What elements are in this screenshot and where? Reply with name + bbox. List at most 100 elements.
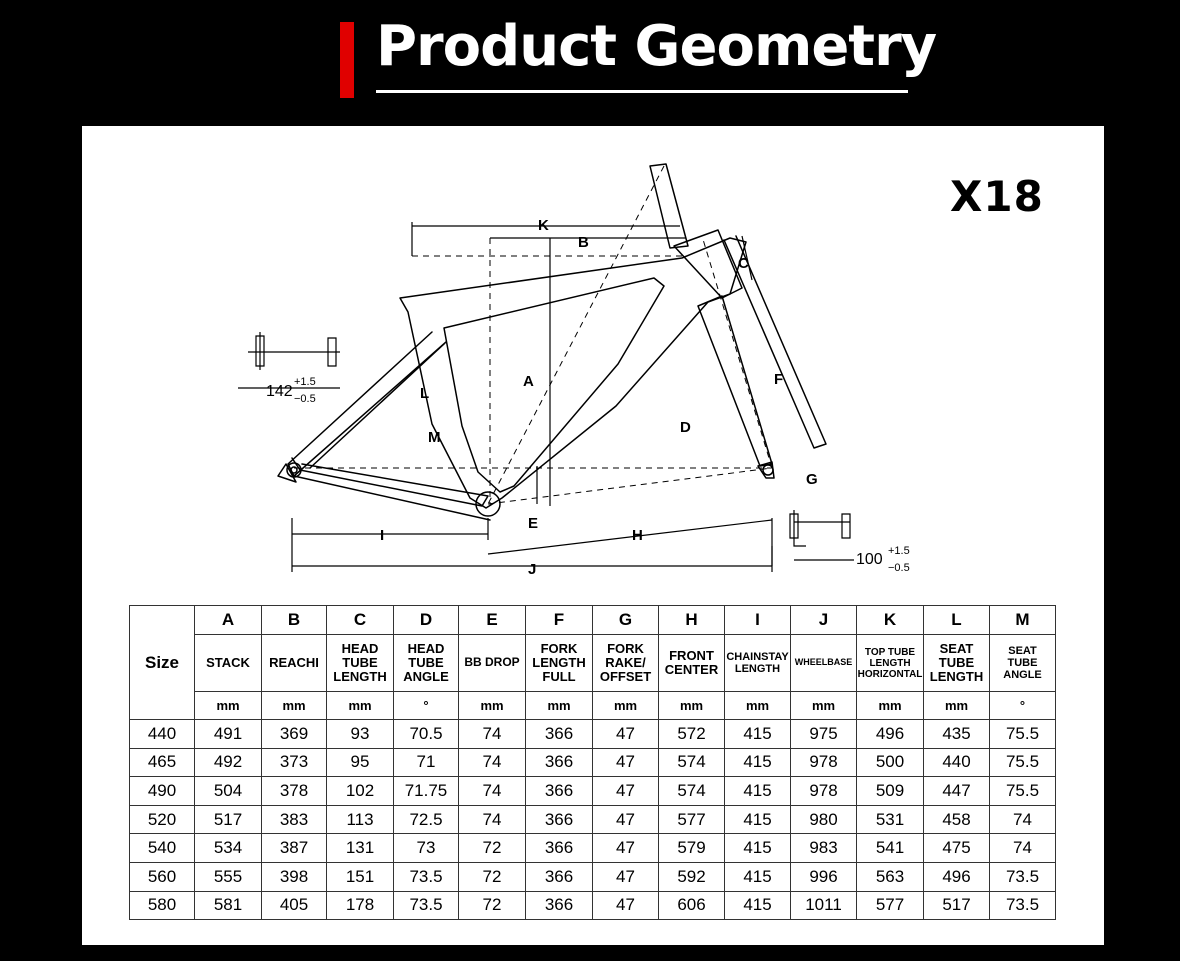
table-cell: 500 [856,747,924,778]
header-accent-bar [340,22,354,98]
dim-label-h: H [632,527,643,544]
table-cell: 74 [989,833,1056,863]
col-unit: mm [790,691,857,720]
col-name: STACK [194,634,262,692]
dim-label-j: J [528,561,536,578]
col-name: SEAT TUBE ANGLE [989,634,1056,692]
table-cell: 387 [261,833,327,863]
table-cell: 572 [658,719,725,749]
table-cell: 366 [525,890,593,921]
table-cell: 70.5 [393,719,459,749]
col-letter: E [458,605,526,635]
dim-label-g: G [806,471,818,488]
table-cell: 978 [790,776,857,806]
size-cell: 465 [129,747,195,778]
table-cell: 577 [658,804,725,835]
col-letter: K [856,605,924,635]
front-spacing-base: 100 [856,551,883,568]
col-letter: J [790,605,857,635]
dim-label-l: L [420,385,429,402]
table-cell: 415 [724,776,791,806]
table-cell: 415 [724,890,791,921]
table-cell: 592 [658,861,725,892]
table-cell: 975 [790,719,857,749]
table-cell: 579 [658,833,725,863]
table-cell: 373 [261,747,327,778]
col-name: SEAT TUBE LENGTH [923,634,990,692]
table-cell: 47 [592,890,659,921]
table-cell: 366 [525,804,593,835]
col-letter: C [326,605,394,635]
table-cell: 447 [923,776,990,806]
page-title: Product Geometry [376,14,937,79]
table-cell: 517 [194,804,262,835]
table-cell: 73.5 [393,861,459,892]
table-cell: 47 [592,719,659,749]
table-cell: 978 [790,747,857,778]
table-cell: 71.75 [393,776,459,806]
dim-label-f: F [774,371,783,388]
table-cell: 496 [856,719,924,749]
table-cell: 574 [658,776,725,806]
geometry-panel: X18 [82,126,1104,945]
col-name: FORK LENGTH FULL [525,634,593,692]
size-cell: 440 [129,719,195,749]
table-cell: 47 [592,833,659,863]
table-cell: 74 [458,776,526,806]
col-unit: mm [194,691,262,720]
dim-label-e: E [528,515,538,532]
table-cell: 366 [525,833,593,863]
table-cell: 366 [525,747,593,778]
table-cell: 577 [856,890,924,921]
table-cell: 113 [326,804,394,835]
table-cell: 475 [923,833,990,863]
frame-geometry-diagram: K B C A F L M D G E I H J 142 +1.5 −0.5 … [238,163,910,578]
table-cell: 151 [326,861,394,892]
table-cell: 383 [261,804,327,835]
table-cell: 415 [724,719,791,749]
col-name: CHAINSTAY LENGTH [724,634,791,692]
table-cell: 440 [923,747,990,778]
col-unit: mm [326,691,394,720]
table-cell: 496 [923,861,990,892]
column-letter-row: Size A B C D E F G H I J K L M [129,605,1056,720]
col-letter: I [724,605,791,635]
table-cell: 93 [326,719,394,749]
table-cell: 75.5 [989,719,1056,749]
col-name: FRONT CENTER [658,634,725,692]
dim-label-i: I [380,527,384,544]
col-unit: ° [989,691,1056,720]
front-spacing-tol-minus: −0.5 [888,562,910,574]
table-cell: 458 [923,804,990,835]
col-letter: H [658,605,725,635]
dim-label-d: D [680,419,691,436]
table-cell: 95 [326,747,394,778]
table-cell: 75.5 [989,747,1056,778]
table-cell: 405 [261,890,327,921]
size-header: Size [129,605,195,720]
rear-spacing-tol-plus: +1.5 [294,376,316,388]
table-cell: 131 [326,833,394,863]
dim-label-k: K [538,217,549,234]
col-name: HEAD TUBE LENGTH [326,634,394,692]
table-cell: 72 [458,833,526,863]
table-cell: 72 [458,890,526,921]
table-cell: 47 [592,804,659,835]
table-cell: 378 [261,776,327,806]
table-cell: 73.5 [393,890,459,921]
col-unit: mm [458,691,526,720]
col-name: WHEELBASE [790,634,857,692]
table-cell: 73 [393,833,459,863]
col-name: HEAD TUBE ANGLE [393,634,459,692]
table-cell: 980 [790,804,857,835]
table-cell: 563 [856,861,924,892]
table-cell: 73.5 [989,890,1056,921]
col-letter: A [194,605,262,635]
table-cell: 74 [458,747,526,778]
table-cell: 366 [525,861,593,892]
